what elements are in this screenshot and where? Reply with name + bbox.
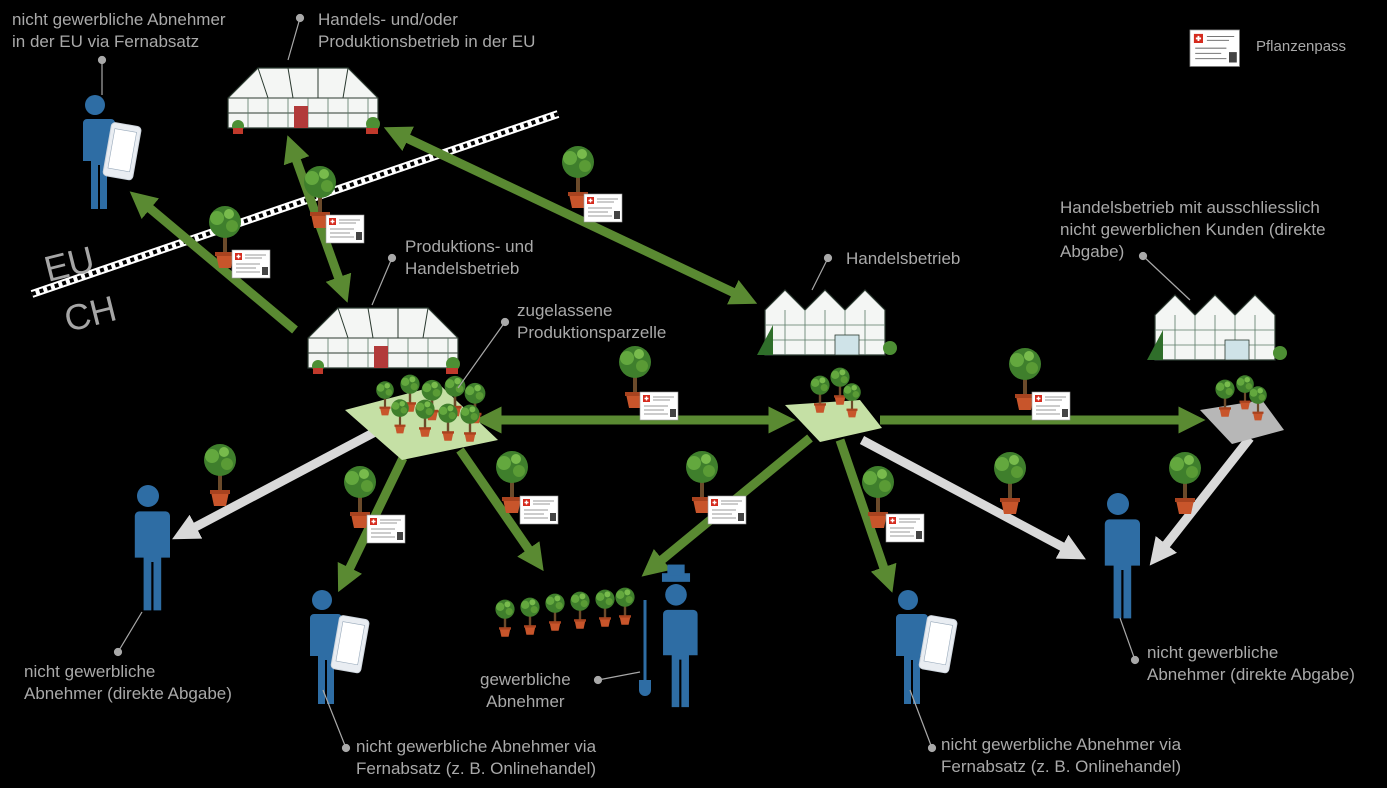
direct-right-person-icon <box>1100 493 1140 619</box>
approved-parcel <box>345 385 498 460</box>
production-trade-greenhouse-icon <box>307 307 461 375</box>
orchard-icon <box>495 587 635 637</box>
arrow-trade-direct-right <box>859 436 1086 560</box>
spade-icon <box>639 600 651 696</box>
label-leader-lines <box>97 13 1191 753</box>
arrow-private-only-direct <box>1149 435 1254 566</box>
arrow-parcel-direct-left <box>172 428 378 540</box>
label-trade-business: Handelsbetrieb <box>846 249 961 268</box>
legend-plant-passport-icon <box>1189 29 1241 68</box>
arrow-parcel-commercial <box>456 447 544 572</box>
direct-left-person-icon <box>130 485 170 611</box>
arrow-eu-business-trade <box>383 126 758 305</box>
legend-label: Pflanzenpass <box>1256 38 1347 55</box>
trade-ground <box>785 400 882 442</box>
trade-private-only-building-icon <box>1146 294 1288 361</box>
commercial-person-icon <box>658 564 698 708</box>
arrow-trade-remote-right <box>835 438 897 593</box>
grey-arrows <box>172 428 1254 566</box>
arrow-to-eu-customer <box>129 191 298 334</box>
eu-business-greenhouse-icon <box>227 67 381 135</box>
trade-building-icon <box>756 289 898 356</box>
